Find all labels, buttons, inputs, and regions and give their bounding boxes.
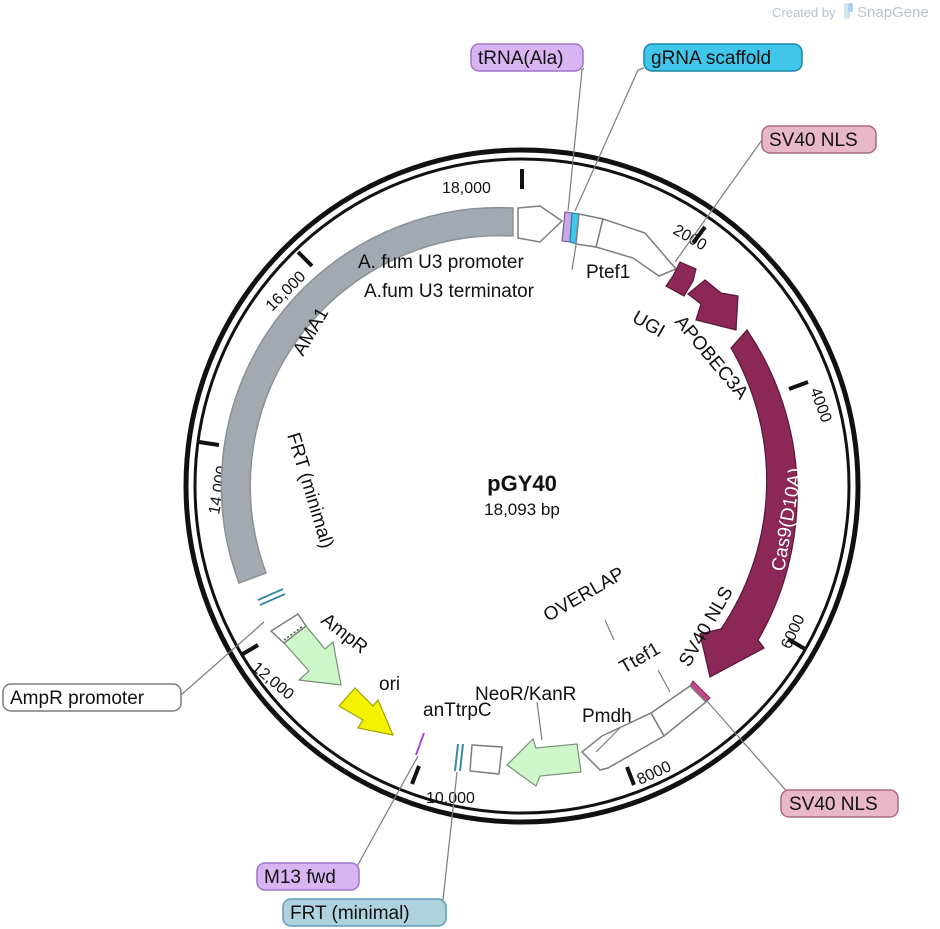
pmdh-feature (580, 712, 666, 771)
tick-label-4000: 4000 (806, 386, 834, 425)
ptef1-feature (595, 218, 678, 277)
tick-marks (198, 169, 809, 786)
a-fum-u3-terminator-label: A.fum U3 terminator (364, 281, 535, 302)
neor-kanr-label: NeoR/KanR (475, 684, 576, 705)
apobec3a-feature (687, 279, 739, 331)
ugi-label: UGI (629, 307, 669, 342)
ampr-promoter-feature (269, 612, 308, 644)
overlap-label: OVERLAP (540, 563, 628, 626)
ampr-promoter-callout: AmpR promoter (2, 683, 182, 712)
ori-feature (338, 687, 395, 736)
tick-label-6000: 6000 (778, 612, 808, 652)
pmdh-label: Pmdh (582, 706, 632, 727)
anttrpc-label: anTtrpC (423, 700, 492, 721)
a-fum-u3-promoter-feature (517, 205, 564, 243)
plasmid-name: pGY40 (487, 471, 557, 496)
ama1-feature (220, 206, 514, 584)
anttrpc-feature (469, 744, 503, 775)
trna-ala-callout-text: tRNA(Ala) (478, 48, 564, 69)
neor-kanr-feature (506, 737, 582, 787)
trna-ala-callout: tRNA(Ala) (470, 43, 584, 72)
sv40-nls-bottom-callout: SV40 NLS (780, 789, 899, 818)
tick-label-10000: 10,000 (426, 790, 475, 807)
m13-fwd-feature (415, 732, 425, 756)
cas9-d10a-feature (699, 329, 798, 678)
tick-label-18000: 18,000 (442, 180, 491, 197)
frt-minimal-left-feature (257, 588, 286, 606)
backbone-outer-ring (183, 147, 861, 825)
sv40-nls-top-callout: SV40 NLS (761, 125, 877, 154)
credit-brand: SnapGene (857, 4, 929, 21)
connector-lines (180, 67, 791, 901)
ori-label: ori (379, 674, 400, 695)
sv40-nls-top-callout-text: SV40 NLS (769, 130, 858, 151)
frt-minimal-bottom-callout-text: FRT (minimal) (290, 903, 410, 924)
grna-scaffold-callout-text: gRNA scaffold (651, 48, 771, 69)
m13-fwd-callout-text: M13 fwd (264, 867, 336, 888)
grna-scaffold-callout: gRNA scaffold (643, 43, 803, 72)
credit-text: Created by (772, 5, 836, 20)
frt-minimal-bottom-callout: FRT (minimal) (282, 898, 447, 927)
ampr-feature (283, 625, 342, 686)
a-fum-u3-promoter-label: A. fum U3 promoter (358, 252, 524, 273)
ttef1-label: Ttef1 (616, 638, 664, 678)
plasmid-length: 18,093 bp (484, 500, 560, 519)
frt-minimal-inner-label: FRT (minimal) (282, 430, 337, 551)
sv40-nls-bottom-callout-text: SV40 NLS (789, 794, 878, 815)
snapgene-logo-icon (844, 3, 853, 19)
ptef1-label: Ptef1 (586, 262, 630, 283)
m13-fwd-callout: M13 fwd (256, 862, 360, 891)
frt-minimal-bottom-feature (454, 743, 464, 772)
ugi-feature (665, 261, 697, 297)
backbone-inner-ring (193, 157, 851, 815)
ampr-promoter-callout-text: AmpR promoter (10, 688, 145, 709)
